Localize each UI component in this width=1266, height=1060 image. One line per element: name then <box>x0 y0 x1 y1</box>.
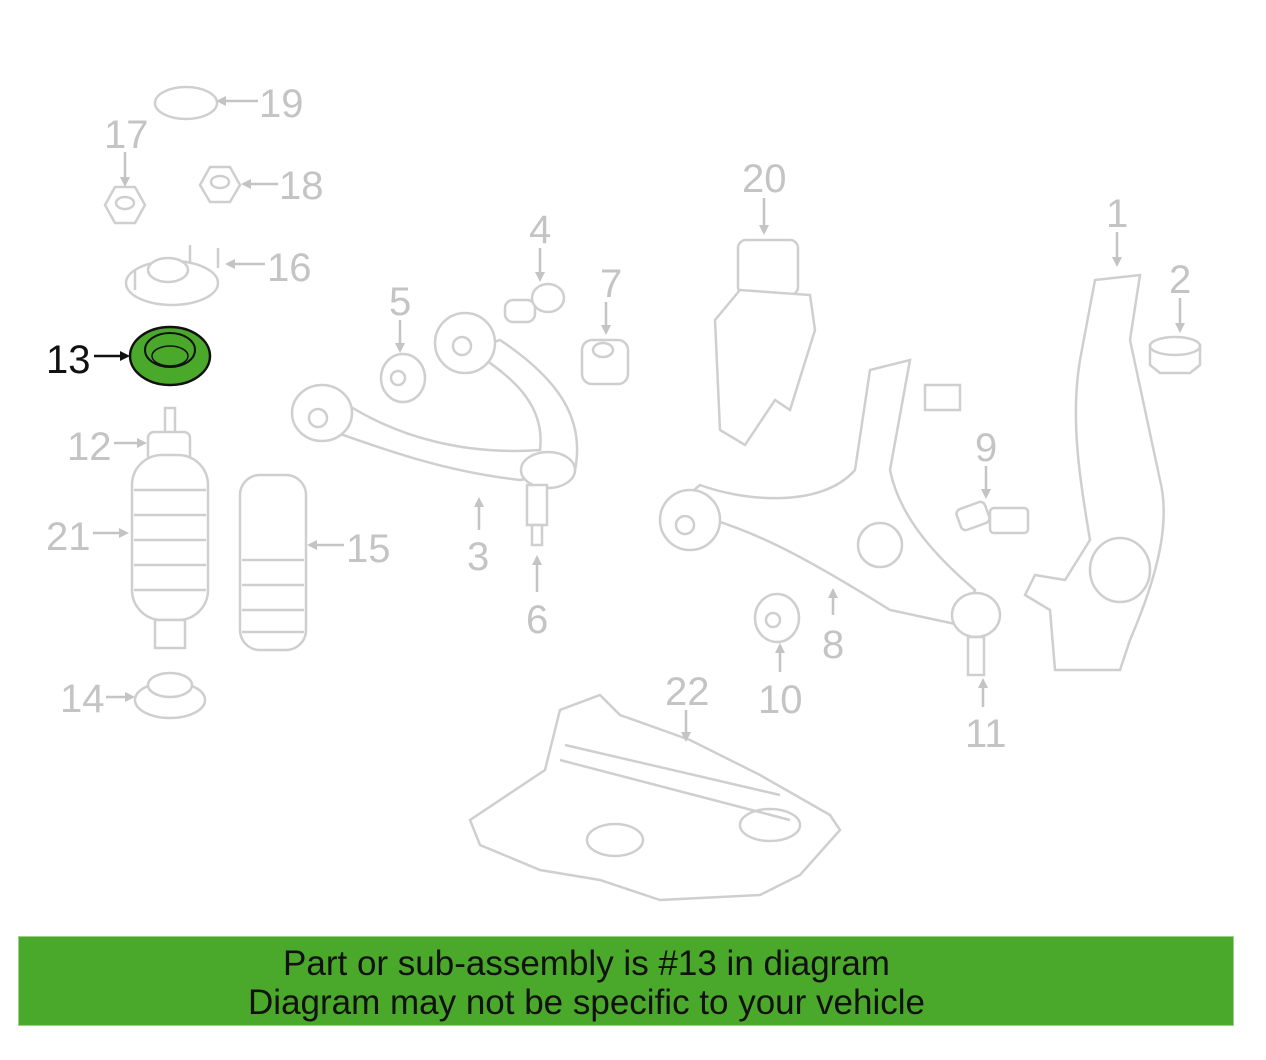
part-1-knuckle <box>1023 273 1165 672</box>
callout-10: 10 <box>758 643 803 722</box>
svg-text:11: 11 <box>965 712 1007 756</box>
svg-text:5: 5 <box>389 280 411 324</box>
callout-15: 15 <box>307 527 391 571</box>
part-18-nut <box>198 165 242 204</box>
svg-text:1: 1 <box>1106 192 1128 236</box>
svg-text:7: 7 <box>600 262 622 306</box>
part-3-upper-arm <box>290 311 579 490</box>
info-banner: Part or sub-assembly is #13 in diagram D… <box>18 936 1234 1026</box>
callout-20: 20 <box>742 157 787 235</box>
part-2-nut <box>1148 335 1202 375</box>
callout-7: 7 <box>600 262 622 335</box>
part-20-knuckle-upper <box>713 238 817 447</box>
svg-text:18: 18 <box>279 164 324 208</box>
callout-9: 9 <box>975 426 997 499</box>
svg-text:22: 22 <box>665 670 710 714</box>
part-4-bolt <box>503 282 566 324</box>
parts-diagram: 19 17 18 16 13 12 21 15 14 5 4 7 3 6 20 … <box>46 82 1202 902</box>
callout-18: 18 <box>241 164 324 208</box>
part-5-nut <box>379 352 427 404</box>
part-14-isolator <box>133 671 207 720</box>
callout-22: 22 <box>665 670 710 742</box>
svg-text:8: 8 <box>822 623 844 667</box>
part-21-spring-boot <box>130 453 210 650</box>
part-6-ball-joint <box>525 483 549 547</box>
part-17-nut <box>103 185 147 225</box>
callout-6: 6 <box>526 555 548 642</box>
part-15-dust-boot <box>238 473 308 652</box>
callout-5: 5 <box>389 280 411 353</box>
svg-text:3: 3 <box>467 535 489 579</box>
callout-17: 17 <box>104 113 149 187</box>
callout-14: 14 <box>60 677 135 721</box>
part-13-spring-seat-highlighted[interactable] <box>128 325 212 387</box>
part-8-lower-arm <box>658 358 977 627</box>
svg-text:10: 10 <box>758 678 803 722</box>
svg-text:14: 14 <box>60 677 105 721</box>
banner-disclaimer-text: Diagram may not be specific to your vehi… <box>248 983 925 1022</box>
part-22-skid-plate <box>468 693 842 902</box>
part-9-sensor <box>955 500 1030 535</box>
svg-text:4: 4 <box>529 208 551 252</box>
svg-text:16: 16 <box>267 246 312 290</box>
svg-text:9: 9 <box>975 426 997 470</box>
svg-text:2: 2 <box>1169 258 1191 302</box>
part-19-cap <box>153 85 219 121</box>
callout-11: 11 <box>965 678 1007 756</box>
callout-19: 19 <box>216 82 304 126</box>
part-10-nut <box>753 592 801 644</box>
banner-part-number-text: Part or sub-assembly is #13 in diagram <box>283 944 890 983</box>
callout-13[interactable]: 13 <box>46 338 130 382</box>
svg-text:13: 13 <box>46 338 91 382</box>
svg-text:6: 6 <box>526 598 548 642</box>
callout-2: 2 <box>1169 258 1191 333</box>
svg-text:21: 21 <box>46 515 91 559</box>
callout-4: 4 <box>529 208 551 282</box>
svg-text:17: 17 <box>104 113 149 157</box>
callout-3: 3 <box>467 497 489 579</box>
callout-8: 8 <box>822 588 844 667</box>
part-16-mount <box>124 245 220 307</box>
part-7-bushing <box>580 338 630 386</box>
part-11-ball-joint <box>950 591 1002 677</box>
callout-16: 16 <box>225 246 312 290</box>
callout-21: 21 <box>46 515 129 559</box>
svg-text:19: 19 <box>259 82 304 126</box>
callout-12: 12 <box>67 425 147 469</box>
callout-1: 1 <box>1106 192 1128 267</box>
svg-text:15: 15 <box>346 527 391 571</box>
svg-text:12: 12 <box>67 425 112 469</box>
svg-text:20: 20 <box>742 157 787 201</box>
